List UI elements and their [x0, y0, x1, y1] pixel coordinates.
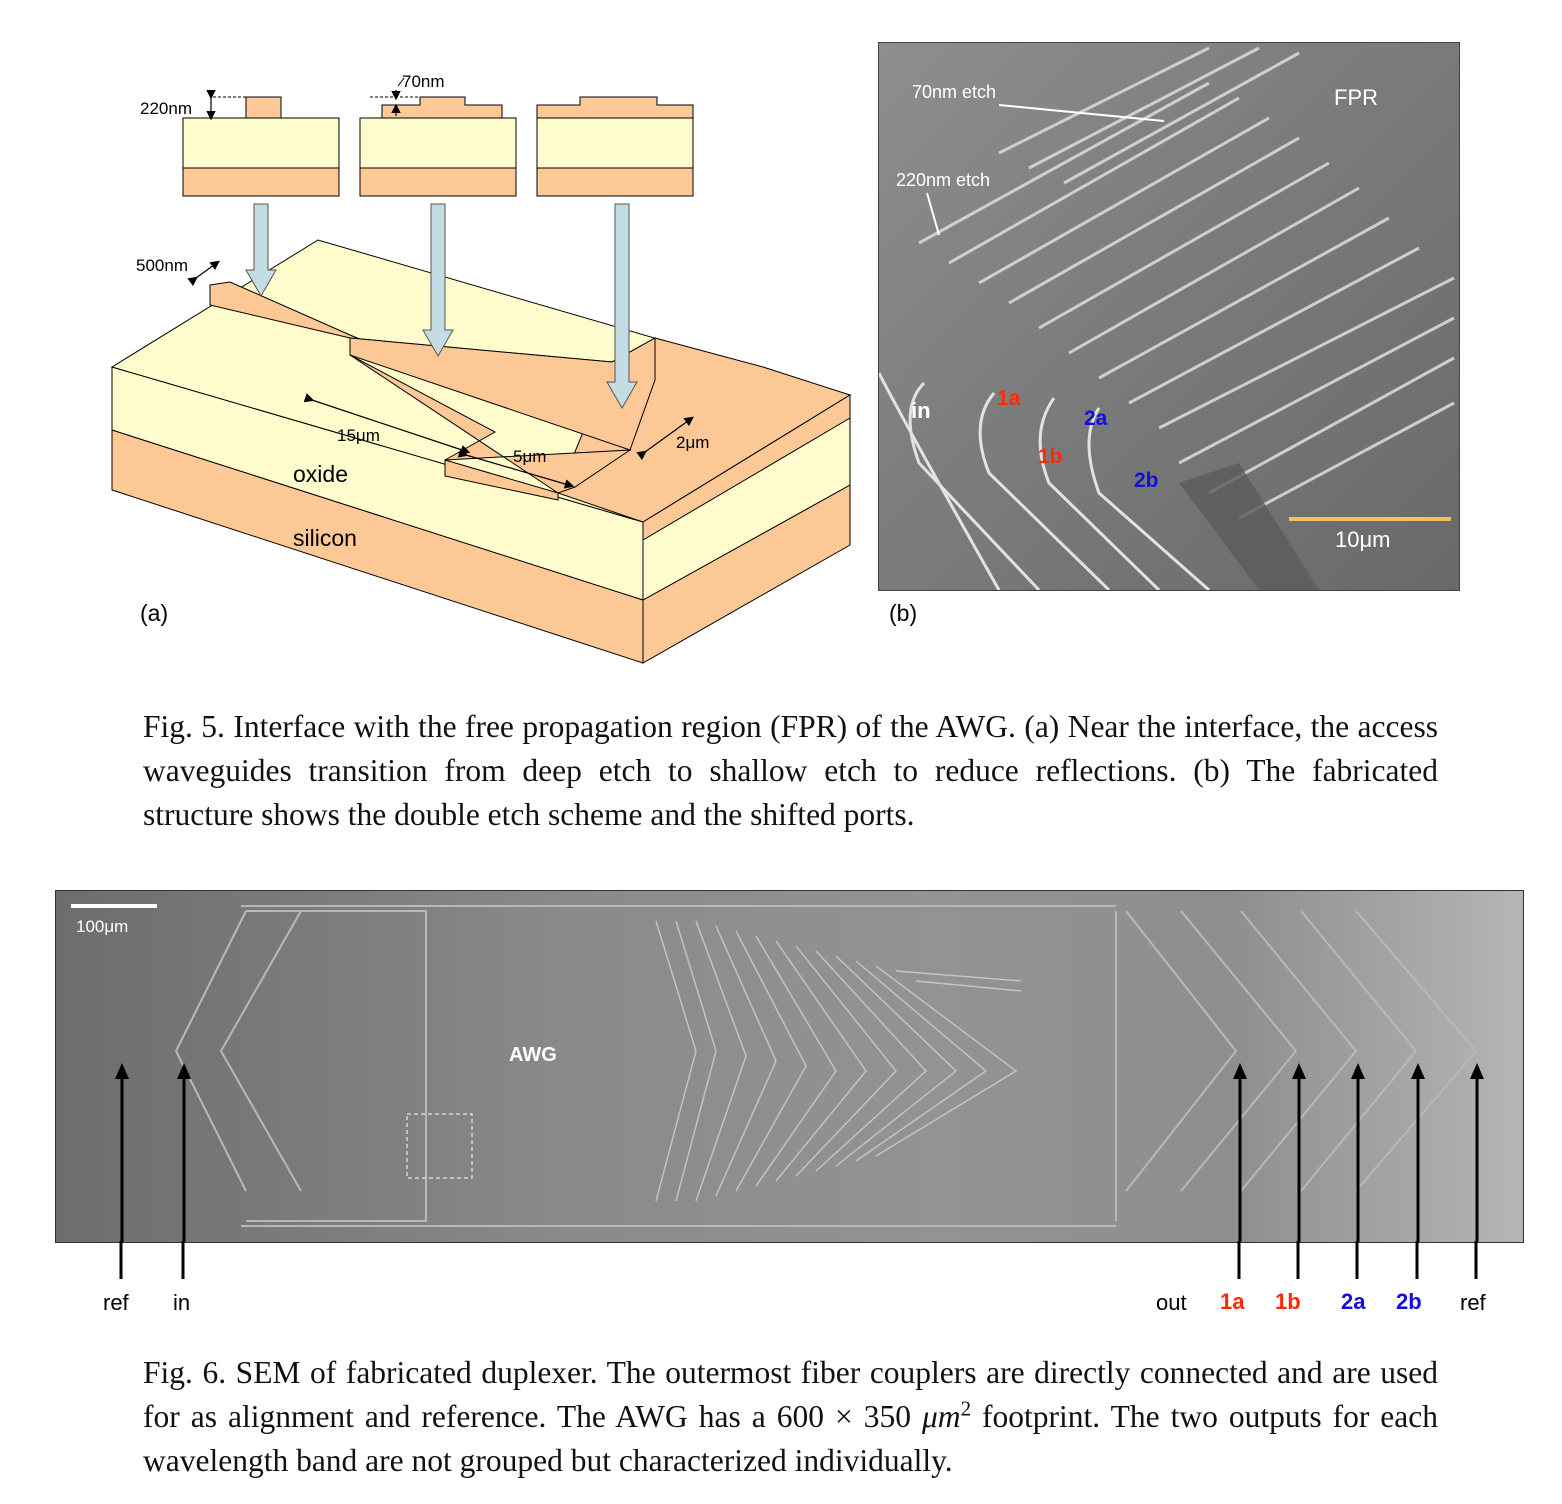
sem-fpr-label: FPR [1334, 85, 1378, 110]
panel-a-label: (a) [140, 600, 169, 626]
port-label-2a: 2a [1341, 1289, 1366, 1314]
fig6-caption-exp: 2 [960, 1396, 972, 1421]
cross-section-shallow [359, 77, 517, 197]
fig6-scale-label: 100μm [76, 917, 129, 936]
port-label-ref-left: ref [103, 1290, 129, 1315]
fig6-awg-label: AWG [509, 1044, 557, 1066]
dim-220nm: 220nm [140, 99, 192, 118]
fig6-caption-post: footprint. The two outputs for each wave… [143, 1399, 1438, 1478]
fig5-caption: Fig. 5. Interface with the free propagat… [143, 709, 1438, 832]
fig5-panel-b-sem: 70nm etch 220nm etch FPR in 1a 2a 1b 2b … [878, 42, 1460, 591]
panel-b-label: (b) [889, 600, 918, 626]
port-label-in: in [173, 1290, 191, 1315]
fig6-sem: 100μm AWG [55, 890, 1524, 1243]
port-label-ref-right: ref [1460, 1290, 1486, 1315]
sem-waveguides [879, 46, 1455, 590]
layer-silicon-label: silicon [293, 525, 357, 551]
port-label-1a: 1a [1220, 1289, 1245, 1314]
sem-etch220-label: 220nm etch [896, 170, 991, 190]
sem-port-2b: 2b [1134, 469, 1159, 492]
layer-oxide-label: oxide [293, 461, 348, 487]
fig6-caption: Fig. 6. SEM of fabricated duplexer. The … [143, 1351, 1438, 1483]
sem-scale-label: 10μm [1335, 527, 1391, 552]
dim-500nm: 500nm [136, 256, 188, 275]
fig6-port-pointers [119, 1241, 1478, 1279]
sem-etch70-label: 70nm etch [912, 82, 997, 102]
sem-port-2a: 2a [1084, 407, 1108, 430]
sem-port-1a: 1a [997, 387, 1021, 410]
sem-port-1b: 1b [1038, 445, 1063, 468]
sem-in-label: in [911, 398, 931, 423]
fig6-caption-pre: Fig. 6. SEM of fabricated duplexer. The … [143, 1355, 1438, 1434]
port-label-1b: 1b [1275, 1289, 1301, 1314]
cross-section-deep [182, 89, 340, 197]
cross-section-slab [536, 96, 694, 197]
fig6-caption-unit: μm [922, 1399, 961, 1434]
fig6-structures [71, 904, 1484, 1242]
fig5a-schematic [110, 77, 852, 664]
dim-15um: 15μm [337, 426, 380, 445]
fig5-panel-a: 220nm 70nm 500nm 15μm 5μm 2μm oxide sili… [0, 0, 870, 680]
dim-5um: 5μm [513, 447, 547, 466]
block-3d [110, 203, 852, 664]
dim-2um: 2μm [676, 433, 710, 452]
port-label-out: out [1156, 1290, 1187, 1315]
dim-70nm: 70nm [402, 72, 445, 91]
port-label-2b: 2b [1396, 1289, 1422, 1314]
